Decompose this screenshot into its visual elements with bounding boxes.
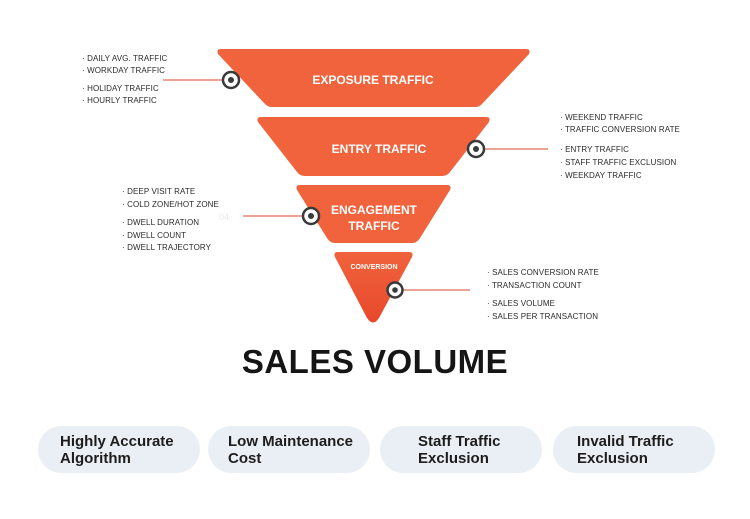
conversion-note: · SALES CONVERSION RATE: [487, 268, 599, 277]
entry-note: · ENTRY TRAFFIC: [560, 145, 630, 154]
conversion-note: · SALES VOLUME: [487, 299, 556, 308]
feature-pill-label: Low Maintenance Cost: [228, 433, 354, 467]
entry-stage-shape: [257, 117, 490, 176]
exposure-note: · HOLIDAY TRAFFIC: [82, 84, 159, 93]
exposure-note: · DAILY AVG. TRAFFIC: [82, 54, 168, 63]
conversion-stage-shape: [334, 252, 413, 323]
engagement-stage-label: ENGAGEMENT TRAFFIC: [274, 202, 474, 234]
conversion-stage-label: CONVERSION: [350, 264, 398, 271]
feature-pill-low-maintenance: Low Maintenance Cost: [208, 426, 370, 473]
conversion-note: · SALES PER TRANSACTION: [487, 312, 599, 321]
engagement-stage-label-line2: TRAFFIC: [348, 219, 400, 233]
engagement-stage-shape: [296, 185, 451, 243]
engagement-note: · DWELL DURATION: [122, 218, 200, 227]
conversion-note: · TRANSACTION COUNT: [487, 281, 582, 290]
conversion-marker-icon: [386, 281, 404, 299]
feature-pill-label: Invalid Traffic Exclusion: [577, 433, 674, 467]
engagement-note: · COLD ZONE/HOT ZONE: [122, 200, 219, 209]
sales-volume-title: SALES VOLUME: [241, 343, 509, 380]
exposure-note: · HOURLY TRAFFIC: [82, 96, 157, 105]
exposure-marker-icon: [221, 70, 241, 90]
feature-pill-label: Staff Traffic Exclusion: [418, 433, 501, 467]
feature-pill-label: Highly Accurate Algorithm: [60, 433, 174, 467]
engagement-note: · DWELL TRAJECTORY: [122, 243, 212, 252]
feature-pill-invalid-exclusion: Invalid Traffic Exclusion: [553, 426, 715, 473]
ghost-index-text: 04: [219, 212, 230, 222]
exposure-stage-label: EXPOSURE TRAFFIC: [312, 73, 434, 87]
exposure-stage-shape: [217, 49, 530, 107]
entry-note: · TRAFFIC CONVERSION RATE: [560, 125, 680, 134]
entry-marker-icon: [466, 139, 486, 159]
entry-stage-label: ENTRY TRAFFIC: [331, 142, 427, 156]
engagement-note: · DWELL COUNT: [122, 231, 187, 240]
exposure-note: · WORKDAY TRAFFIC: [82, 66, 166, 75]
entry-note: · WEEKEND TRAFFIC: [560, 113, 643, 122]
entry-note: · STAFF TRAFFIC EXCLUSION: [560, 158, 677, 167]
engagement-note: · DEEP VISIT RATE: [122, 187, 196, 196]
feature-pill-accurate-algorithm: Highly Accurate Algorithm: [38, 426, 200, 473]
entry-note: · WEEKDAY TRAFFIC: [560, 171, 642, 180]
feature-pill-staff-exclusion: Staff Traffic Exclusion: [380, 426, 542, 473]
engagement-stage-label-line1: ENGAGEMENT: [330, 203, 417, 217]
engagement-marker-icon: [301, 206, 321, 226]
